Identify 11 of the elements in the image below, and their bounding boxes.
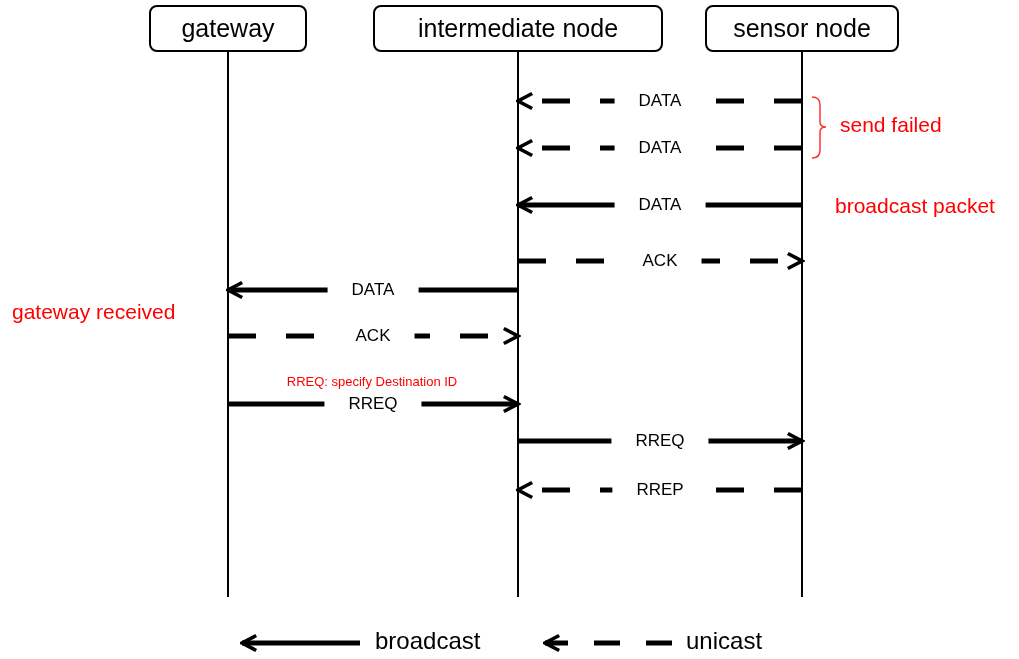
legend-label: broadcast bbox=[375, 627, 481, 655]
participant-box: intermediate node bbox=[373, 5, 663, 52]
message-label: RREQ bbox=[324, 394, 422, 414]
message-label: RREQ bbox=[611, 431, 709, 451]
participant-box: gateway bbox=[149, 5, 307, 52]
annotation-text: RREQ: specify Destination ID bbox=[286, 373, 458, 389]
participant-box: sensor node bbox=[705, 5, 899, 52]
legend-label: unicast bbox=[686, 627, 763, 655]
annotation-text: broadcast packet bbox=[835, 194, 995, 218]
annotation-text: send failed bbox=[840, 113, 942, 137]
annotation-text: gateway received bbox=[12, 300, 176, 324]
